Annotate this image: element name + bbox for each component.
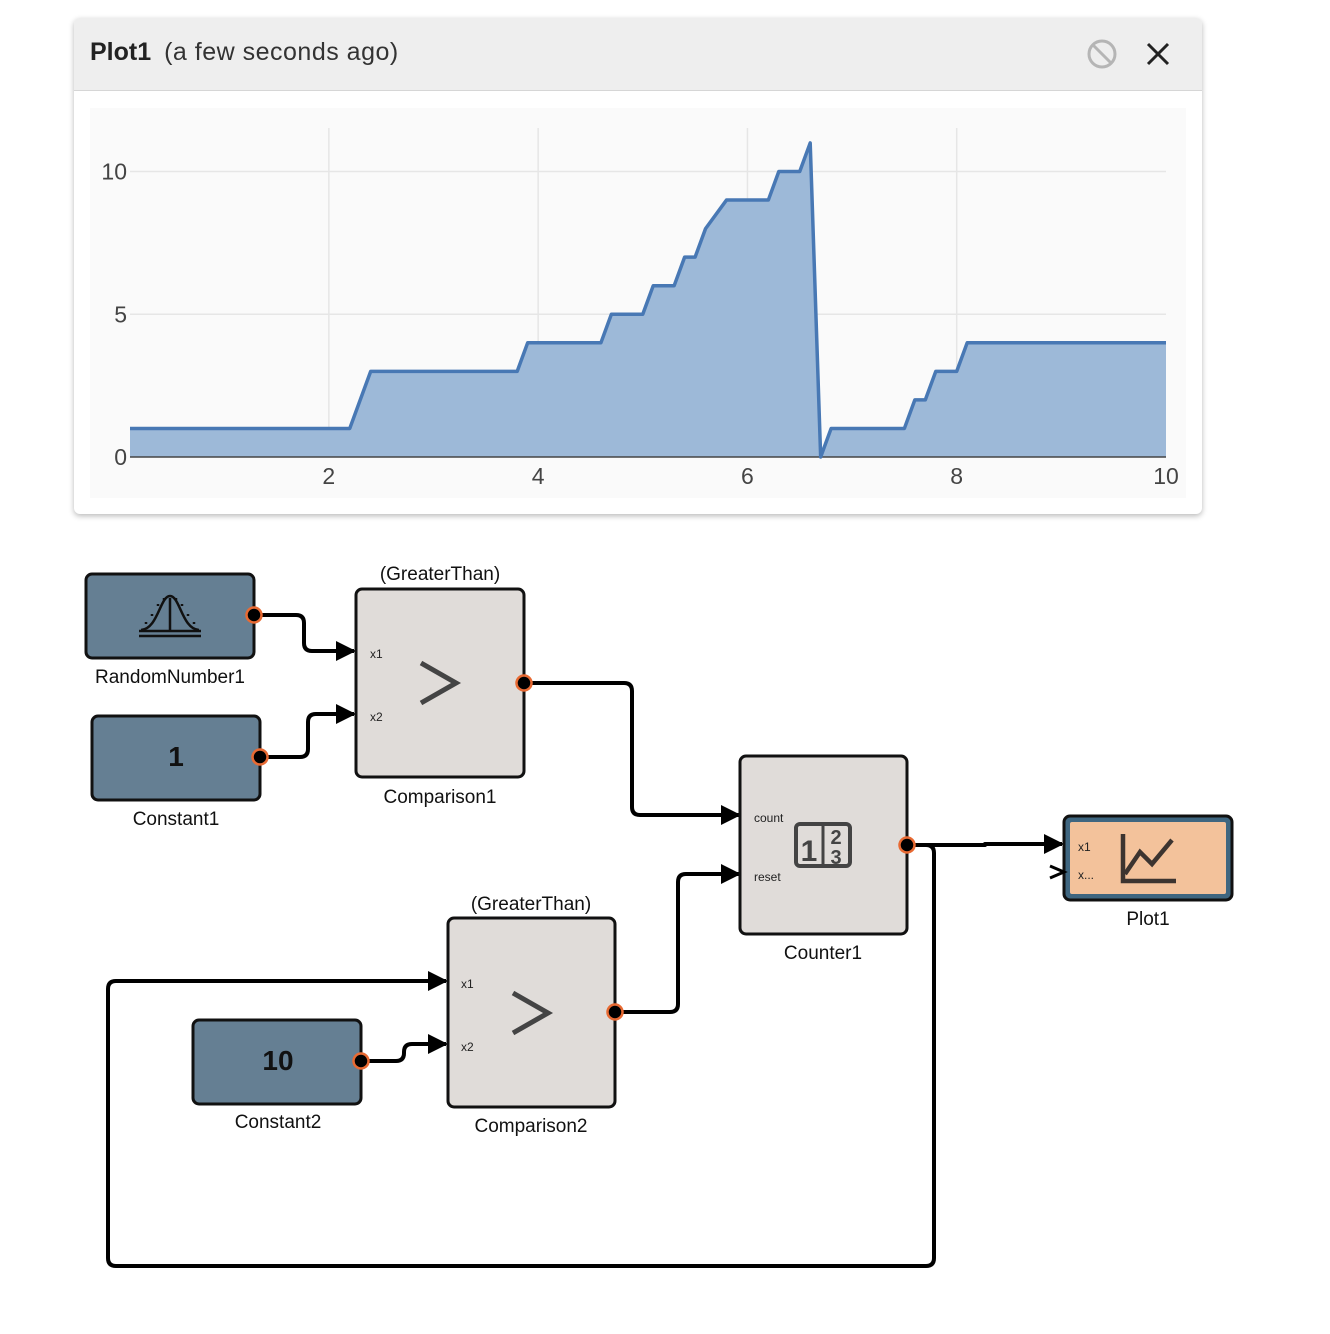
x-tick-label: 2 bbox=[322, 463, 335, 489]
wire-random-to-comparison1[interactable] bbox=[254, 613, 356, 661]
x-tick-label: 10 bbox=[1153, 463, 1179, 489]
random-output-port[interactable] bbox=[245, 606, 263, 624]
comparison1-block[interactable]: (GreaterThan) x1 x2 Comparison1 bbox=[354, 564, 533, 808]
plot-timestamp: (a few seconds ago) bbox=[164, 38, 399, 66]
random-number-block[interactable]: RandomNumber1 bbox=[84, 572, 263, 688]
comparison2-type: (GreaterThan) bbox=[471, 894, 591, 915]
counter1-block[interactable]: count reset 1 2 3 Counter1 bbox=[738, 754, 916, 964]
plot-window-header[interactable]: Plot1 (a few seconds ago) bbox=[74, 18, 1202, 91]
plot1-label: Plot1 bbox=[1126, 909, 1169, 930]
chart-ticks: 2 4 6 8 10 0 5 10 bbox=[101, 159, 1178, 490]
x-tick-label: 4 bbox=[532, 463, 545, 489]
comparison2-output-port[interactable] bbox=[606, 1003, 624, 1021]
constant1-value: 1 bbox=[168, 741, 184, 772]
comparison1-output-port[interactable] bbox=[515, 674, 533, 692]
area-chart[interactable]: 2 4 6 8 10 0 5 10 bbox=[74, 18, 1202, 514]
plot1-port-x1: x1 bbox=[1078, 840, 1091, 854]
greater-than-icon bbox=[419, 660, 462, 706]
wire-constant1-to-comparison1[interactable] bbox=[260, 704, 356, 759]
plot-window-title: Plot1 (a few seconds ago) bbox=[90, 38, 399, 67]
plot1-block[interactable]: x1 x... Plot1 bbox=[1049, 814, 1234, 930]
greater-than-icon bbox=[511, 990, 554, 1036]
close-icon[interactable] bbox=[1140, 36, 1176, 72]
constant1-output-port[interactable] bbox=[251, 748, 269, 766]
line-chart-icon bbox=[1120, 834, 1176, 884]
constant2-label: Constant2 bbox=[235, 1112, 322, 1133]
y-tick-label: 5 bbox=[114, 301, 127, 327]
counter-digit-3: 3 bbox=[830, 847, 841, 869]
constant2-output-port[interactable] bbox=[352, 1052, 370, 1070]
wire-comparison2-to-counter[interactable] bbox=[615, 864, 741, 1014]
comparison1-port-x1: x1 bbox=[370, 647, 383, 661]
counter-digits-icon: 1 2 3 bbox=[794, 822, 852, 869]
wire-counter-to-plot[interactable] bbox=[907, 834, 1064, 854]
y-tick-label: 0 bbox=[114, 444, 127, 470]
block-icon[interactable] bbox=[1084, 36, 1120, 72]
constant1-label: Constant1 bbox=[133, 809, 220, 830]
plot-window: Plot1 (a few seconds ago) 2 4 6 8 10 0 5 10 bbox=[74, 18, 1202, 514]
counter1-port-reset: reset bbox=[754, 870, 781, 884]
counter1-label: Counter1 bbox=[784, 943, 862, 964]
x-tick-label: 6 bbox=[741, 463, 754, 489]
constant2-block[interactable]: 10 Constant2 bbox=[191, 1018, 370, 1133]
comparison2-port-x2: x2 bbox=[461, 1040, 474, 1054]
comparison1-port-x2: x2 bbox=[370, 710, 383, 724]
chart-series bbox=[130, 141, 1166, 459]
series-line bbox=[130, 141, 1166, 459]
x-tick-label: 8 bbox=[950, 463, 963, 489]
wire-constant2-to-comparison2[interactable] bbox=[361, 1034, 448, 1063]
comparison2-port-x1: x1 bbox=[461, 977, 474, 991]
plot1-input-chevron-icon bbox=[1049, 864, 1068, 880]
counter-digit-2: 2 bbox=[830, 827, 841, 849]
counter1-port-count: count bbox=[754, 811, 784, 825]
constant2-value: 10 bbox=[262, 1045, 293, 1076]
random-number-label: RandomNumber1 bbox=[95, 667, 245, 688]
comparison2-label: Comparison2 bbox=[475, 1116, 588, 1137]
series-area-fill bbox=[130, 142, 1166, 457]
comparison1-label: Comparison1 bbox=[384, 787, 497, 808]
comparison1-type: (GreaterThan) bbox=[380, 564, 500, 585]
comparison2-block[interactable]: (GreaterThan) x1 x2 Comparison2 bbox=[446, 894, 624, 1137]
plot-name: Plot1 bbox=[90, 38, 152, 66]
counter-digit-1: 1 bbox=[801, 835, 818, 868]
constant1-block[interactable]: 1 Constant1 bbox=[90, 714, 269, 830]
y-tick-label: 10 bbox=[101, 159, 127, 185]
wire-comparison1-to-counter[interactable] bbox=[524, 681, 741, 825]
counter1-output-port[interactable] bbox=[898, 836, 916, 854]
gaussian-distribution-icon bbox=[139, 594, 201, 638]
plot1-port-x2: x... bbox=[1078, 868, 1094, 882]
